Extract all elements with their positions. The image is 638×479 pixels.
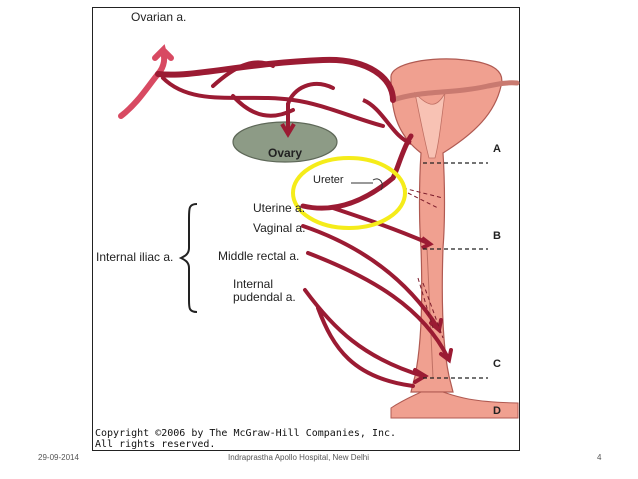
footer-date: 29-09-2014 [38, 453, 79, 462]
perineum [390, 391, 519, 419]
ovarian-artery-loops [161, 60, 385, 128]
internal-iliac-bracket [178, 203, 198, 313]
ovarian-to-ovary-arrow [280, 103, 296, 138]
level-d-label: D [493, 405, 501, 417]
uterine-blood-supply-diagram [118, 44, 520, 419]
ureter-label: Ureter [313, 174, 344, 186]
vaginal-artery [301, 224, 443, 334]
ureter-symbol [351, 178, 383, 191]
uterine-cavity [414, 91, 446, 159]
level-b-label: B [493, 230, 501, 242]
ovary-label: Ovary [268, 146, 303, 160]
middle-rectal-artery [306, 251, 453, 364]
internal-iliac-artery-label: Internal iliac a. [96, 250, 174, 264]
uterine-artery [300, 133, 414, 211]
middle-rectal-artery-label: Middle rectal a. [218, 249, 300, 263]
level-a-label: A [493, 143, 501, 155]
vaginal-artery-label: Vaginal a. [253, 221, 306, 235]
collateral-dashes [402, 187, 444, 339]
ovarian-artery-label: Ovarian a. [131, 10, 187, 24]
uterine-artery-label: Uterine a. [253, 201, 306, 215]
anatomy-figure: Ovarian a. Ovary Ureter Uterine a. Vagin… [92, 7, 520, 451]
internal-pudendal-artery [303, 288, 429, 388]
ovarian-artery-branch [155, 56, 396, 103]
footer-institution: Indraprastha Apollo Hospital, New Delhi [228, 453, 369, 462]
internal-pudendal-artery-label: Internal pudendal a. [233, 277, 296, 304]
fallopian-tube [390, 80, 520, 103]
footer-page-number: 4 [597, 453, 602, 462]
copyright-line-2: All rights reserved. [95, 439, 216, 450]
ovarian-artery-trunk [118, 44, 174, 119]
copyright-line-1: Copyright ©2006 by The McGraw-Hill Compa… [95, 428, 397, 439]
uterus-body [390, 58, 503, 393]
ovary-shape [232, 121, 338, 163]
level-c-label: C [493, 358, 501, 370]
ureter-highlight-circle [291, 156, 407, 230]
